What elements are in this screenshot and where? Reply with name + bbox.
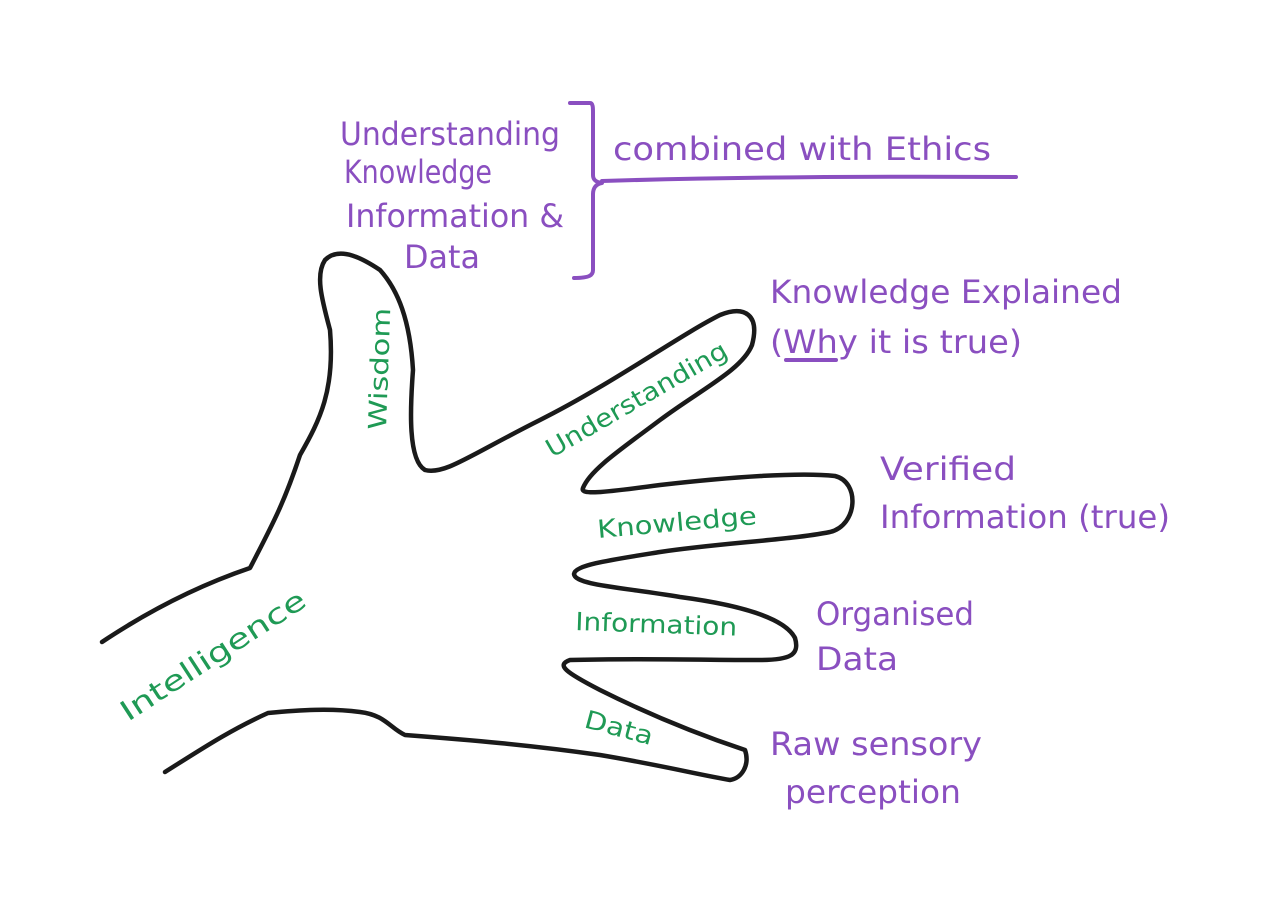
- annotation-data-line1: Raw sensory: [770, 725, 982, 763]
- bracket-line-information: Information &: [346, 197, 564, 235]
- annotation-information-line1: Organised: [816, 595, 974, 633]
- combined-with-ethics-label: combined with Ethics: [613, 130, 991, 168]
- finger-label-understanding: Understanding: [541, 336, 733, 464]
- annotation-data-line2: perception: [785, 773, 961, 811]
- finger-label-information: Information: [575, 607, 738, 642]
- bracket-line-data: Data: [404, 238, 480, 276]
- bracket-line-understanding: Understanding: [340, 115, 560, 153]
- bracket-line-knowledge: Knowledge: [344, 153, 492, 191]
- palm-label-intelligence: Intelligence: [114, 583, 312, 728]
- finger-label-wisdom: Wisdom: [363, 307, 396, 430]
- annotation-understanding-line2: (Why it is true): [770, 323, 1022, 361]
- ethics-underline: [600, 174, 1018, 183]
- annotation-understanding-line1: Knowledge Explained: [770, 273, 1122, 311]
- annotation-information-line2: Data: [816, 640, 898, 678]
- annotation-knowledge-line1: Verified: [880, 450, 1016, 488]
- bracket: [568, 101, 604, 280]
- hand-outline-upper: [99, 251, 855, 783]
- annotation-knowledge-line2: Information (true): [880, 498, 1170, 536]
- finger-label-knowledge: Knowledge: [596, 501, 758, 544]
